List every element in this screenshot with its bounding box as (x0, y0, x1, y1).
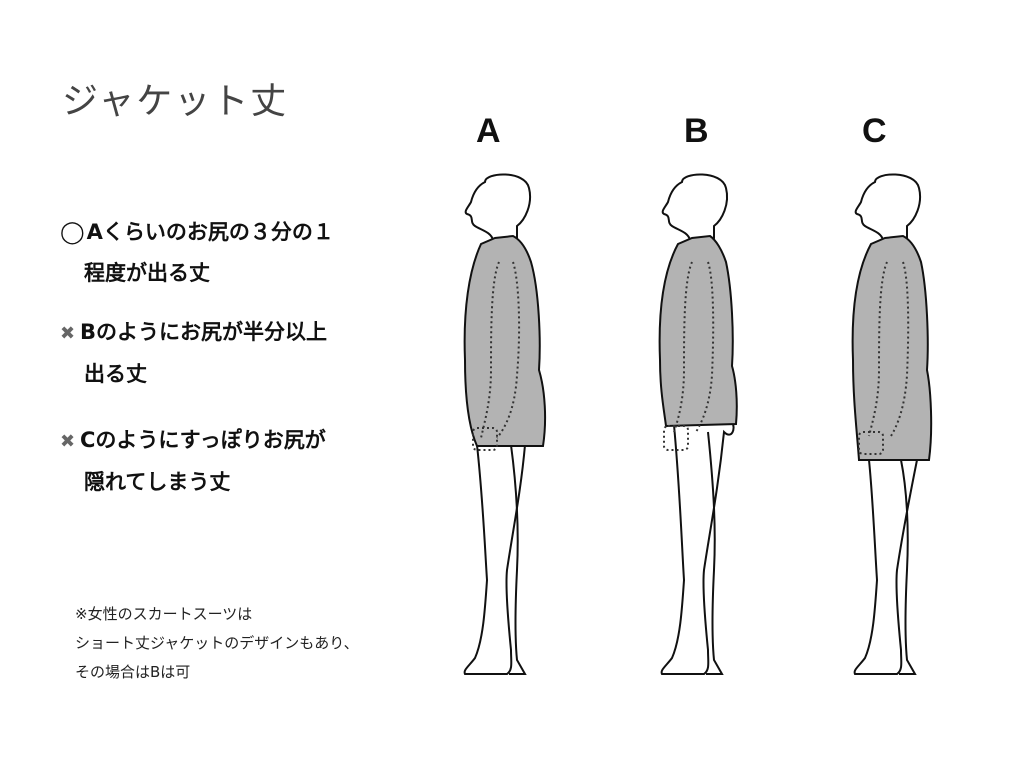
footnote: ※女性のスカートスーツは ショート丈ジャケットのデザインもあり、 その場合はBは… (75, 600, 359, 687)
figure-label-b: B (684, 112, 709, 150)
circle-mark-icon: ◯ (60, 220, 85, 245)
bullet-a-line1: Aくらいのお尻の３分の１ (86, 220, 334, 244)
bullet-b: ✖Bのようにお尻が半分以上 出る丈 (60, 312, 327, 394)
figure-a-arm (480, 261, 521, 439)
figure-b-hand (663, 425, 689, 451)
bullet-c-line2: 隠れてしまう丈 (84, 470, 231, 494)
figure-c-back-leg (899, 459, 917, 675)
bullet-a-line2: 程度が出る丈 (84, 261, 210, 285)
figure-a-head (464, 173, 531, 242)
figure-label-c: C (862, 112, 887, 150)
bullet-c-line1: Cのようにすっぽりお尻が (80, 428, 326, 452)
figure-c-legs (853, 459, 919, 675)
figure-a-legs (463, 444, 527, 675)
bullet-b-line2: 出る丈 (84, 362, 147, 386)
cross-mark-icon: ✖ (60, 431, 76, 452)
cross-mark-icon: ✖ (60, 323, 76, 344)
bullet-b-line1: Bのようにお尻が半分以上 (80, 320, 328, 344)
figure-c-head (854, 173, 921, 242)
footnote-line2: ショート丈ジャケットのデザインもあり、 (75, 634, 359, 652)
figure-c-illustration (851, 173, 933, 675)
figure-a-jacket (463, 234, 547, 447)
figure-a-illustration (463, 173, 547, 675)
footnote-line3: その場合はBは可 (75, 663, 191, 681)
page-title: ジャケット丈 (62, 81, 289, 122)
figure-b-jacket (658, 234, 738, 428)
figure-b-back-leg (706, 431, 724, 675)
figure-c-arm (868, 261, 910, 437)
figure-b-head (661, 173, 728, 242)
footnote-line1: ※女性のスカートスーツは (75, 605, 253, 623)
figure-b-illustration (658, 173, 738, 675)
figure-b-arm (673, 261, 715, 433)
figure-c-hand (858, 431, 884, 455)
figure-c-jacket (851, 234, 933, 461)
figure-a-hand (472, 427, 498, 451)
figure-a-back-leg (509, 444, 527, 675)
figure-b-legs (660, 420, 735, 675)
bullet-c: ✖Cのようにすっぽりお尻が 隠れてしまう丈 (60, 420, 326, 502)
figure-label-a: A (476, 112, 501, 150)
bullet-a: ◯Aくらいのお尻の３分の１ 程度が出る丈 (60, 212, 334, 293)
